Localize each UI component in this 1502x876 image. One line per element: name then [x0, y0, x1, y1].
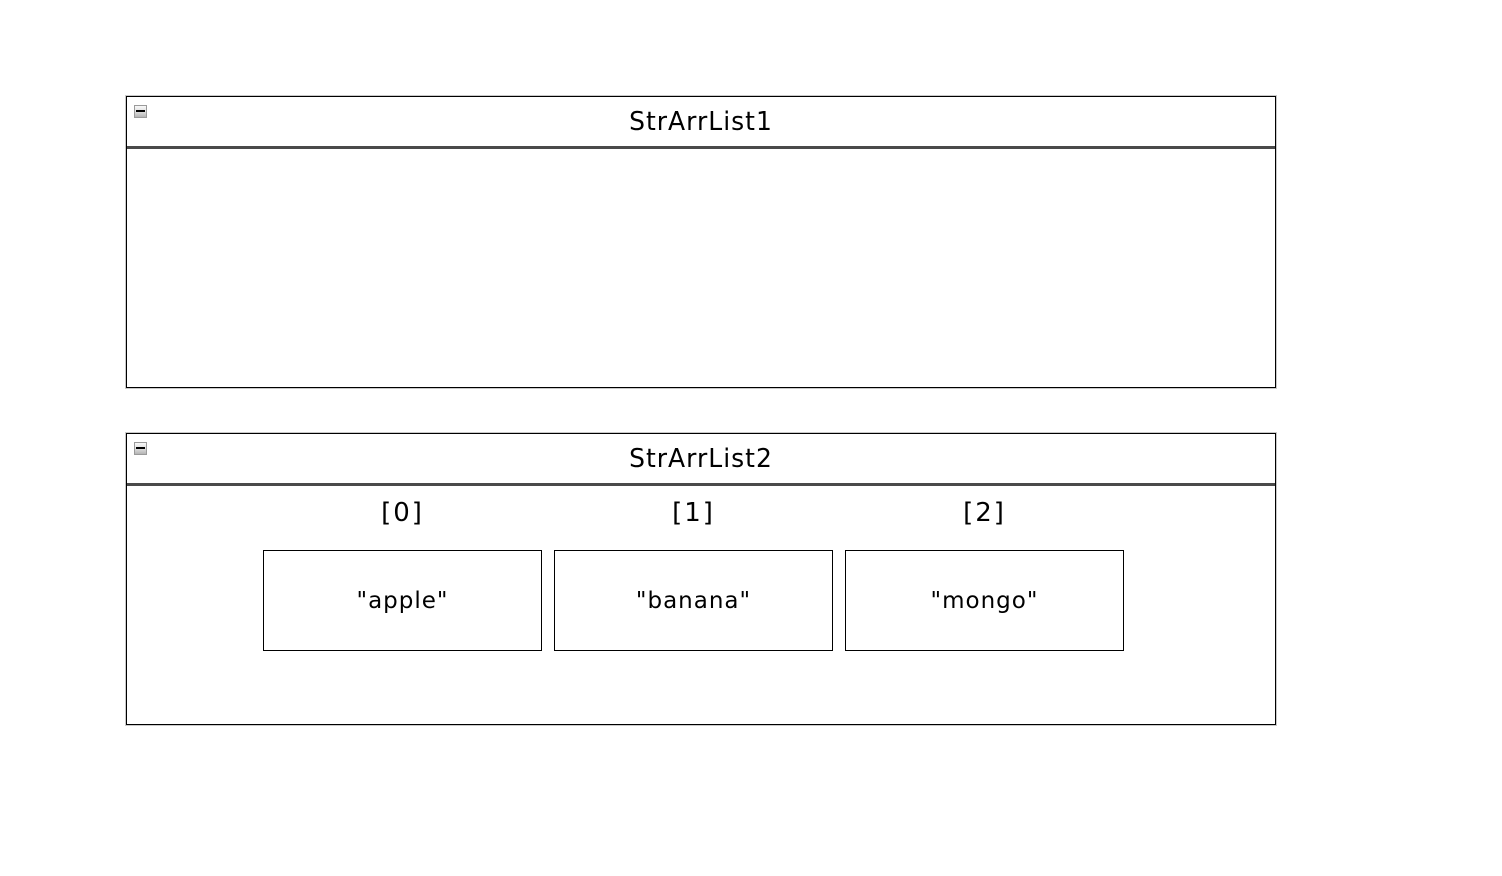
titlebar[interactable]: StrArrList2 [127, 434, 1275, 486]
cell-value-box: "mongo" [845, 550, 1124, 651]
cell-value: "apple" [356, 587, 449, 614]
array-cell: [2] "mongo" [845, 486, 1124, 651]
titlebar[interactable]: StrArrList1 [127, 97, 1275, 149]
object-window-strarrlist2: StrArrList2 [0] "apple" [1] "banana" [2] "mon… [126, 433, 1276, 725]
array-cell: [1] "banana" [554, 486, 833, 651]
minimize-button[interactable] [134, 105, 147, 118]
cell-value-box: "banana" [554, 550, 833, 651]
cell-value: "mongo" [930, 587, 1039, 614]
minus-icon [136, 110, 145, 112]
cell-index-label: [2] [963, 498, 1006, 528]
cell-index-label: [0] [381, 498, 424, 528]
panel-title: StrArrList1 [629, 106, 773, 137]
array-cell: [0] "apple" [263, 486, 542, 651]
cells-row: [0] "apple" [1] "banana" [2] "mongo" [127, 486, 1275, 651]
minus-icon [136, 447, 145, 449]
panel-content [127, 149, 1275, 386]
cell-value: "banana" [635, 587, 752, 614]
object-window-strarrlist1: StrArrList1 [126, 96, 1276, 388]
panel-content: [0] "apple" [1] "banana" [2] "mongo" [127, 486, 1275, 723]
minimize-button[interactable] [134, 442, 147, 455]
panel-title: StrArrList2 [629, 443, 773, 474]
cell-value-box: "apple" [263, 550, 542, 651]
cell-index-label: [1] [672, 498, 715, 528]
